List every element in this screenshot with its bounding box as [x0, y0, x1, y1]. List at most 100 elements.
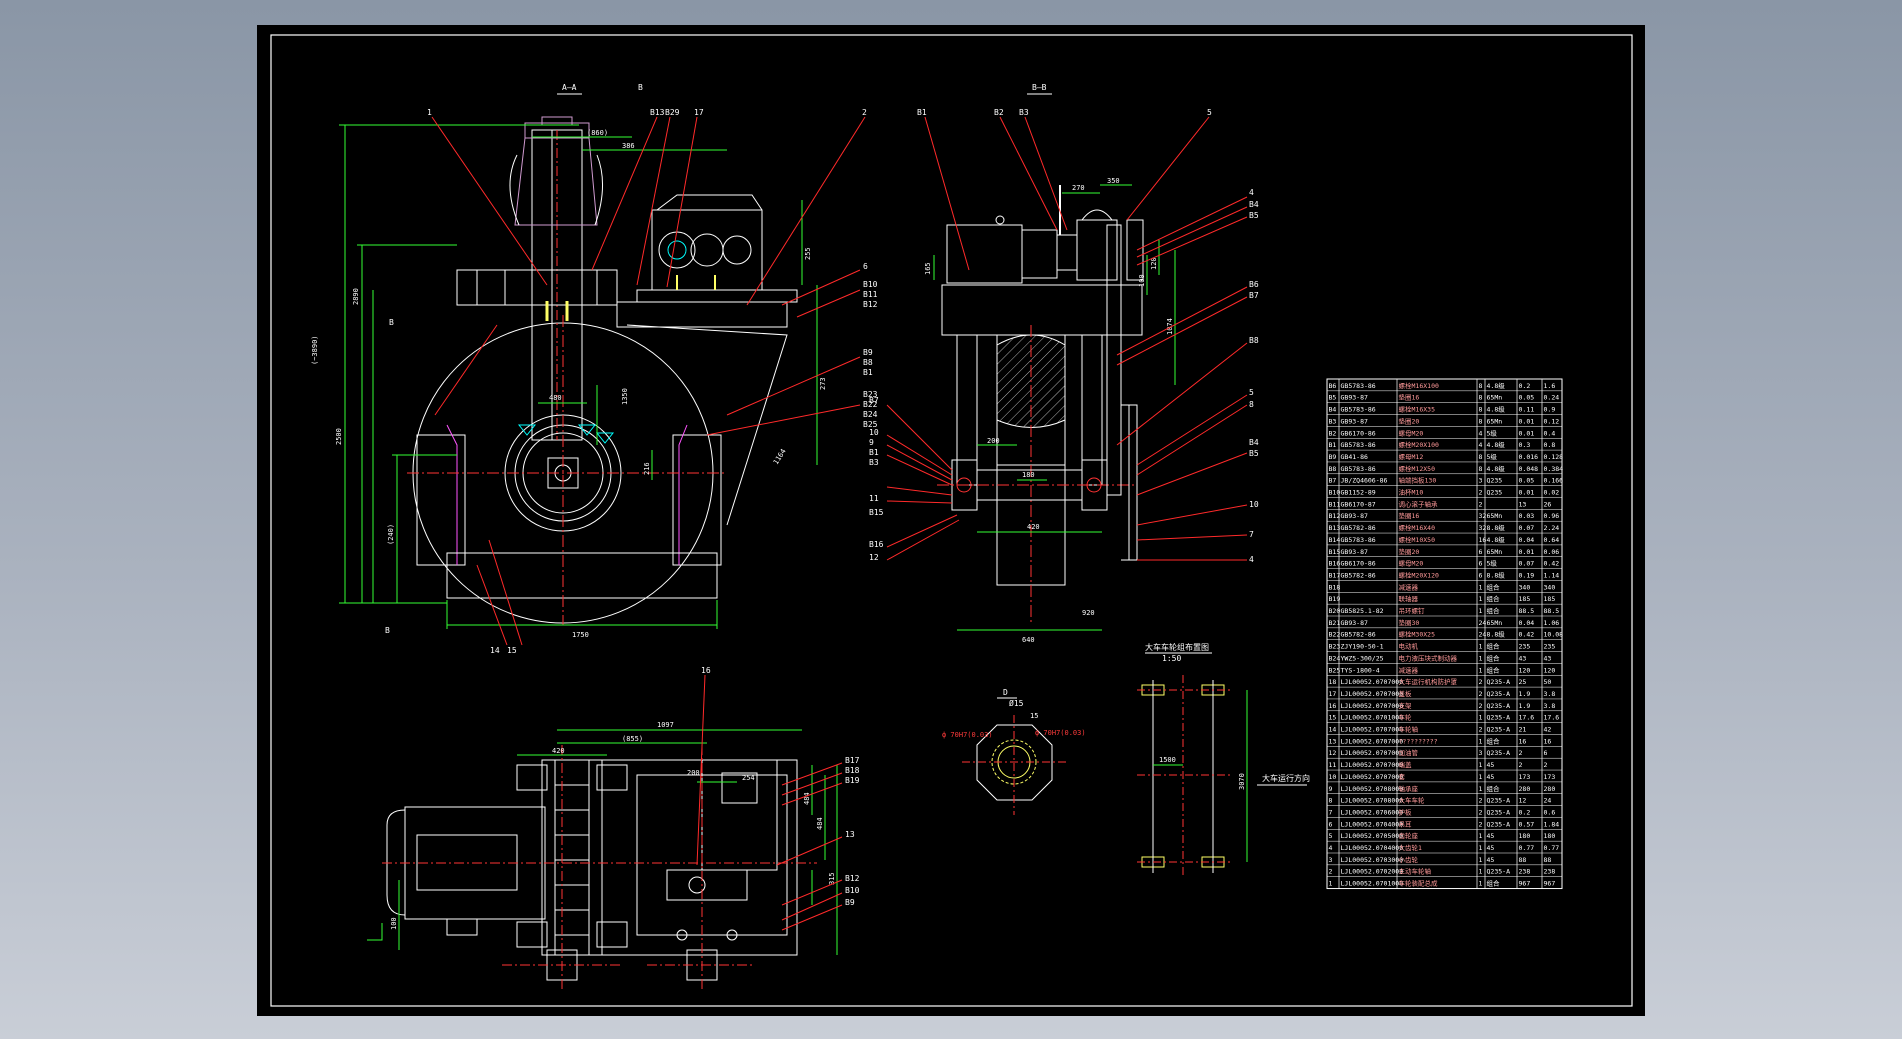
parts-table-cell: 16	[1329, 702, 1337, 710]
parts-table-cell: 2.24	[1544, 524, 1560, 532]
parts-table-cell: B9	[1329, 453, 1337, 461]
parts-table-cell: 32	[1479, 524, 1487, 532]
dim-lower-height: (240)	[387, 524, 395, 545]
wheel-layout-dim-1500: 1500	[1159, 756, 1176, 764]
parts-table-cell: Q235-A	[1487, 702, 1511, 710]
callout-view-b-b5b: B5	[1249, 449, 1259, 458]
parts-table-cell: 0.01	[1519, 417, 1535, 425]
parts-table-cell: 4.8级	[1487, 405, 1506, 414]
parts-table-cell: 1	[1479, 714, 1483, 722]
end-frame-left	[416, 434, 466, 566]
parts-table-cell: LJL00052.0707000	[1341, 726, 1404, 734]
parts-table-cell: 13	[1519, 500, 1527, 508]
callout-top-13: 13	[845, 830, 855, 839]
parts-table-cell: 6	[1479, 548, 1483, 556]
parts-table-cell: 吊环螺钉	[1399, 606, 1426, 615]
parts-table-cell: 轴承座	[1399, 784, 1419, 793]
parts-table-cell: LJL00052.0707000	[1341, 702, 1404, 710]
parts-table-cell: 大车运行机构防护罩	[1399, 677, 1458, 686]
parts-table-cell: B14	[1329, 536, 1341, 544]
parts-table-cell: 8	[1479, 406, 1483, 414]
parts-table-cell: 0.57	[1519, 820, 1535, 828]
parts-table-cell: LJL00052.0708000	[1341, 785, 1404, 793]
plan-bolt-tl	[516, 764, 548, 791]
callout-view-b-b1: B1	[917, 108, 927, 117]
callout-view-b-b8: B8	[1249, 336, 1259, 345]
parts-table-cell: B15	[1329, 548, 1341, 556]
parts-table-cell: 24	[1479, 631, 1487, 639]
travel-direction-note: 大车运行方向	[1262, 773, 1310, 783]
view-a-leaders	[431, 116, 866, 646]
callout-view-b-10b: 10	[869, 428, 879, 437]
parts-table-cell: 8	[1479, 382, 1483, 390]
dim-b-1074: 1074	[1166, 318, 1174, 335]
view-b-dimension-lines	[933, 184, 1176, 631]
detail-sub-label: Ø15	[1009, 698, 1024, 708]
callout-1: 1	[427, 108, 432, 117]
parts-table-cell: 0.9	[1544, 406, 1556, 414]
parts-table-cell: GB5783-86	[1341, 441, 1376, 449]
parts-table-cell: 65Mn	[1487, 548, 1503, 556]
parts-table-cell: 6	[1479, 560, 1483, 568]
parts-table-cell: ZJY190-50-1	[1341, 643, 1384, 651]
parts-table-cell: 1	[1479, 844, 1483, 852]
parts-table-cell: B11	[1329, 500, 1341, 508]
parts-table-cell: 24	[1479, 619, 1487, 627]
cad-drawing: A—A B B B	[270, 34, 1633, 1007]
parts-table-cell: 8.8级	[1487, 570, 1506, 579]
parts-table-cell: 6	[1544, 749, 1548, 757]
parts-table-cell: 0.24	[1544, 394, 1560, 402]
parts-table-cell: 88.5	[1519, 607, 1535, 615]
callout-top-b17: B17	[845, 756, 860, 765]
callout-view-b-b1b: B1	[869, 448, 879, 457]
callout-15: 15	[507, 646, 517, 655]
parts-table-cell: 26	[1544, 500, 1552, 508]
spline-teeth	[991, 739, 1037, 785]
parts-table-cell: 护板	[1399, 807, 1413, 816]
parts-table-cell: 螺栓M20X100	[1399, 440, 1439, 449]
plan-reducer	[701, 759, 778, 871]
parts-table-cell: 5级	[1487, 428, 1498, 437]
parts-table-cell: 螺栓M12X50	[1399, 464, 1436, 473]
parts-table-cell: LJL00052.0701000	[1341, 880, 1404, 888]
parts-table-cell: 联轴器	[1399, 594, 1419, 603]
callout-6: 6	[863, 262, 868, 271]
detail-dim: 15	[1030, 712, 1038, 720]
parts-table-cell: 1	[1479, 583, 1483, 591]
parts-table-cell: 12	[1329, 749, 1337, 757]
parts-table-cell: 1.9	[1519, 702, 1531, 710]
parts-table-cell: 大车车轮	[1399, 796, 1426, 805]
parts-table-cell: B4	[1329, 406, 1337, 414]
parts-table-cell: 组合	[1487, 653, 1501, 662]
parts-table-cell: 173	[1519, 773, 1531, 781]
parts-table-cell: B18	[1329, 583, 1341, 591]
parts-table-cell: 组合	[1487, 665, 1501, 674]
parts-table-cell: 0.12	[1544, 417, 1560, 425]
parts-table-cell: 0.2	[1519, 382, 1531, 390]
callout-view-b-b4: B4	[1249, 200, 1259, 209]
parts-table-cell: 0.11	[1519, 406, 1535, 414]
callout-b11: B11	[863, 290, 878, 299]
parts-table-cell: 1	[1479, 832, 1483, 840]
reducer-b	[1076, 219, 1118, 281]
parts-table-cell: LJL00052.0705000	[1341, 832, 1404, 840]
parts-table-cell: 3.8	[1544, 702, 1556, 710]
parts-table-cell: 吊耳	[1399, 820, 1413, 828]
parts-table-cell: 0.2	[1519, 808, 1531, 816]
parts-table-cell: 1	[1479, 785, 1483, 793]
parts-table-cell: 0.016	[1519, 453, 1539, 461]
parts-table-cell: 支架	[1399, 701, 1413, 710]
parts-table-cell: 1.6	[1544, 382, 1556, 390]
parts-table-cell: 4	[1329, 844, 1333, 852]
parts-table-cell: 0.05	[1519, 394, 1535, 402]
callout-view-b-b7: B7	[1249, 291, 1259, 300]
reducer-gear-1	[658, 231, 696, 269]
parts-table-cell: 车轮轴	[1399, 725, 1419, 734]
parts-table-cell: 3	[1329, 856, 1333, 864]
coupling-flange	[1126, 219, 1144, 281]
callout-top-b18: B18	[845, 766, 860, 775]
parts-table-cell: 组合	[1487, 736, 1501, 745]
view-b-section: B—B	[869, 83, 1259, 644]
parts-table-cell: 13	[1329, 737, 1337, 745]
parts-table-cell: 5级	[1487, 452, 1498, 461]
